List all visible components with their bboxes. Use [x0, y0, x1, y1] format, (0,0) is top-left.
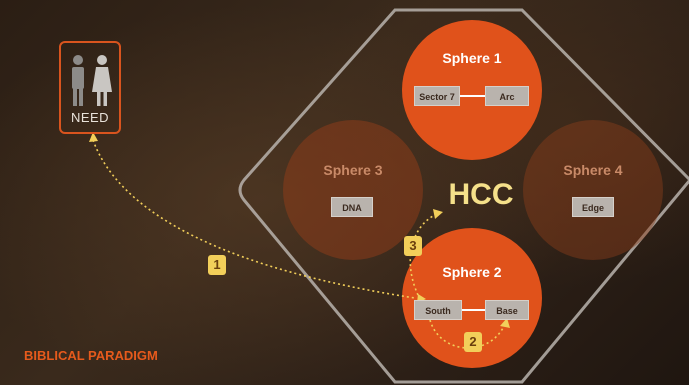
- slide-title: BIBLICAL PARADIGM: [24, 348, 158, 363]
- step-badge-2: 2: [464, 332, 482, 352]
- step-badge-3: 3: [404, 236, 422, 256]
- sphere-3-circle: [283, 120, 423, 260]
- sphere-4-title: Sphere 4: [563, 162, 623, 178]
- sphere-1-right-chip: Arc: [485, 86, 529, 106]
- step-badge-1: 1: [208, 255, 226, 275]
- need-label: NEED: [70, 110, 110, 125]
- sphere-2-circle: [402, 228, 542, 368]
- sphere-3-chip: DNA: [331, 197, 373, 217]
- sphere-2-title: Sphere 2: [442, 264, 502, 280]
- hcc-label: HCC: [448, 178, 514, 211]
- diamond-frame: [238, 8, 689, 384]
- sphere-2-left-chip: South: [414, 300, 462, 320]
- flow-path-2: [429, 319, 506, 349]
- sphere-1-title: Sphere 1: [442, 50, 502, 66]
- sphere-1-circle: [402, 20, 542, 160]
- need-box: [59, 41, 121, 134]
- sphere-1-left-chip: Sector 7: [414, 86, 460, 106]
- flow-path-1-arrowhead: [89, 132, 98, 142]
- flow-path-2-arrowhead: [500, 318, 510, 328]
- sphere-4-circle: [523, 120, 663, 260]
- flow-path-3-arrowhead: [433, 209, 443, 219]
- sphere-2-right-chip: Base: [485, 300, 529, 320]
- sphere-4-chip: Edge: [572, 197, 614, 217]
- man-woman-icon: [72, 55, 112, 106]
- sphere-3-title: Sphere 3: [323, 162, 383, 178]
